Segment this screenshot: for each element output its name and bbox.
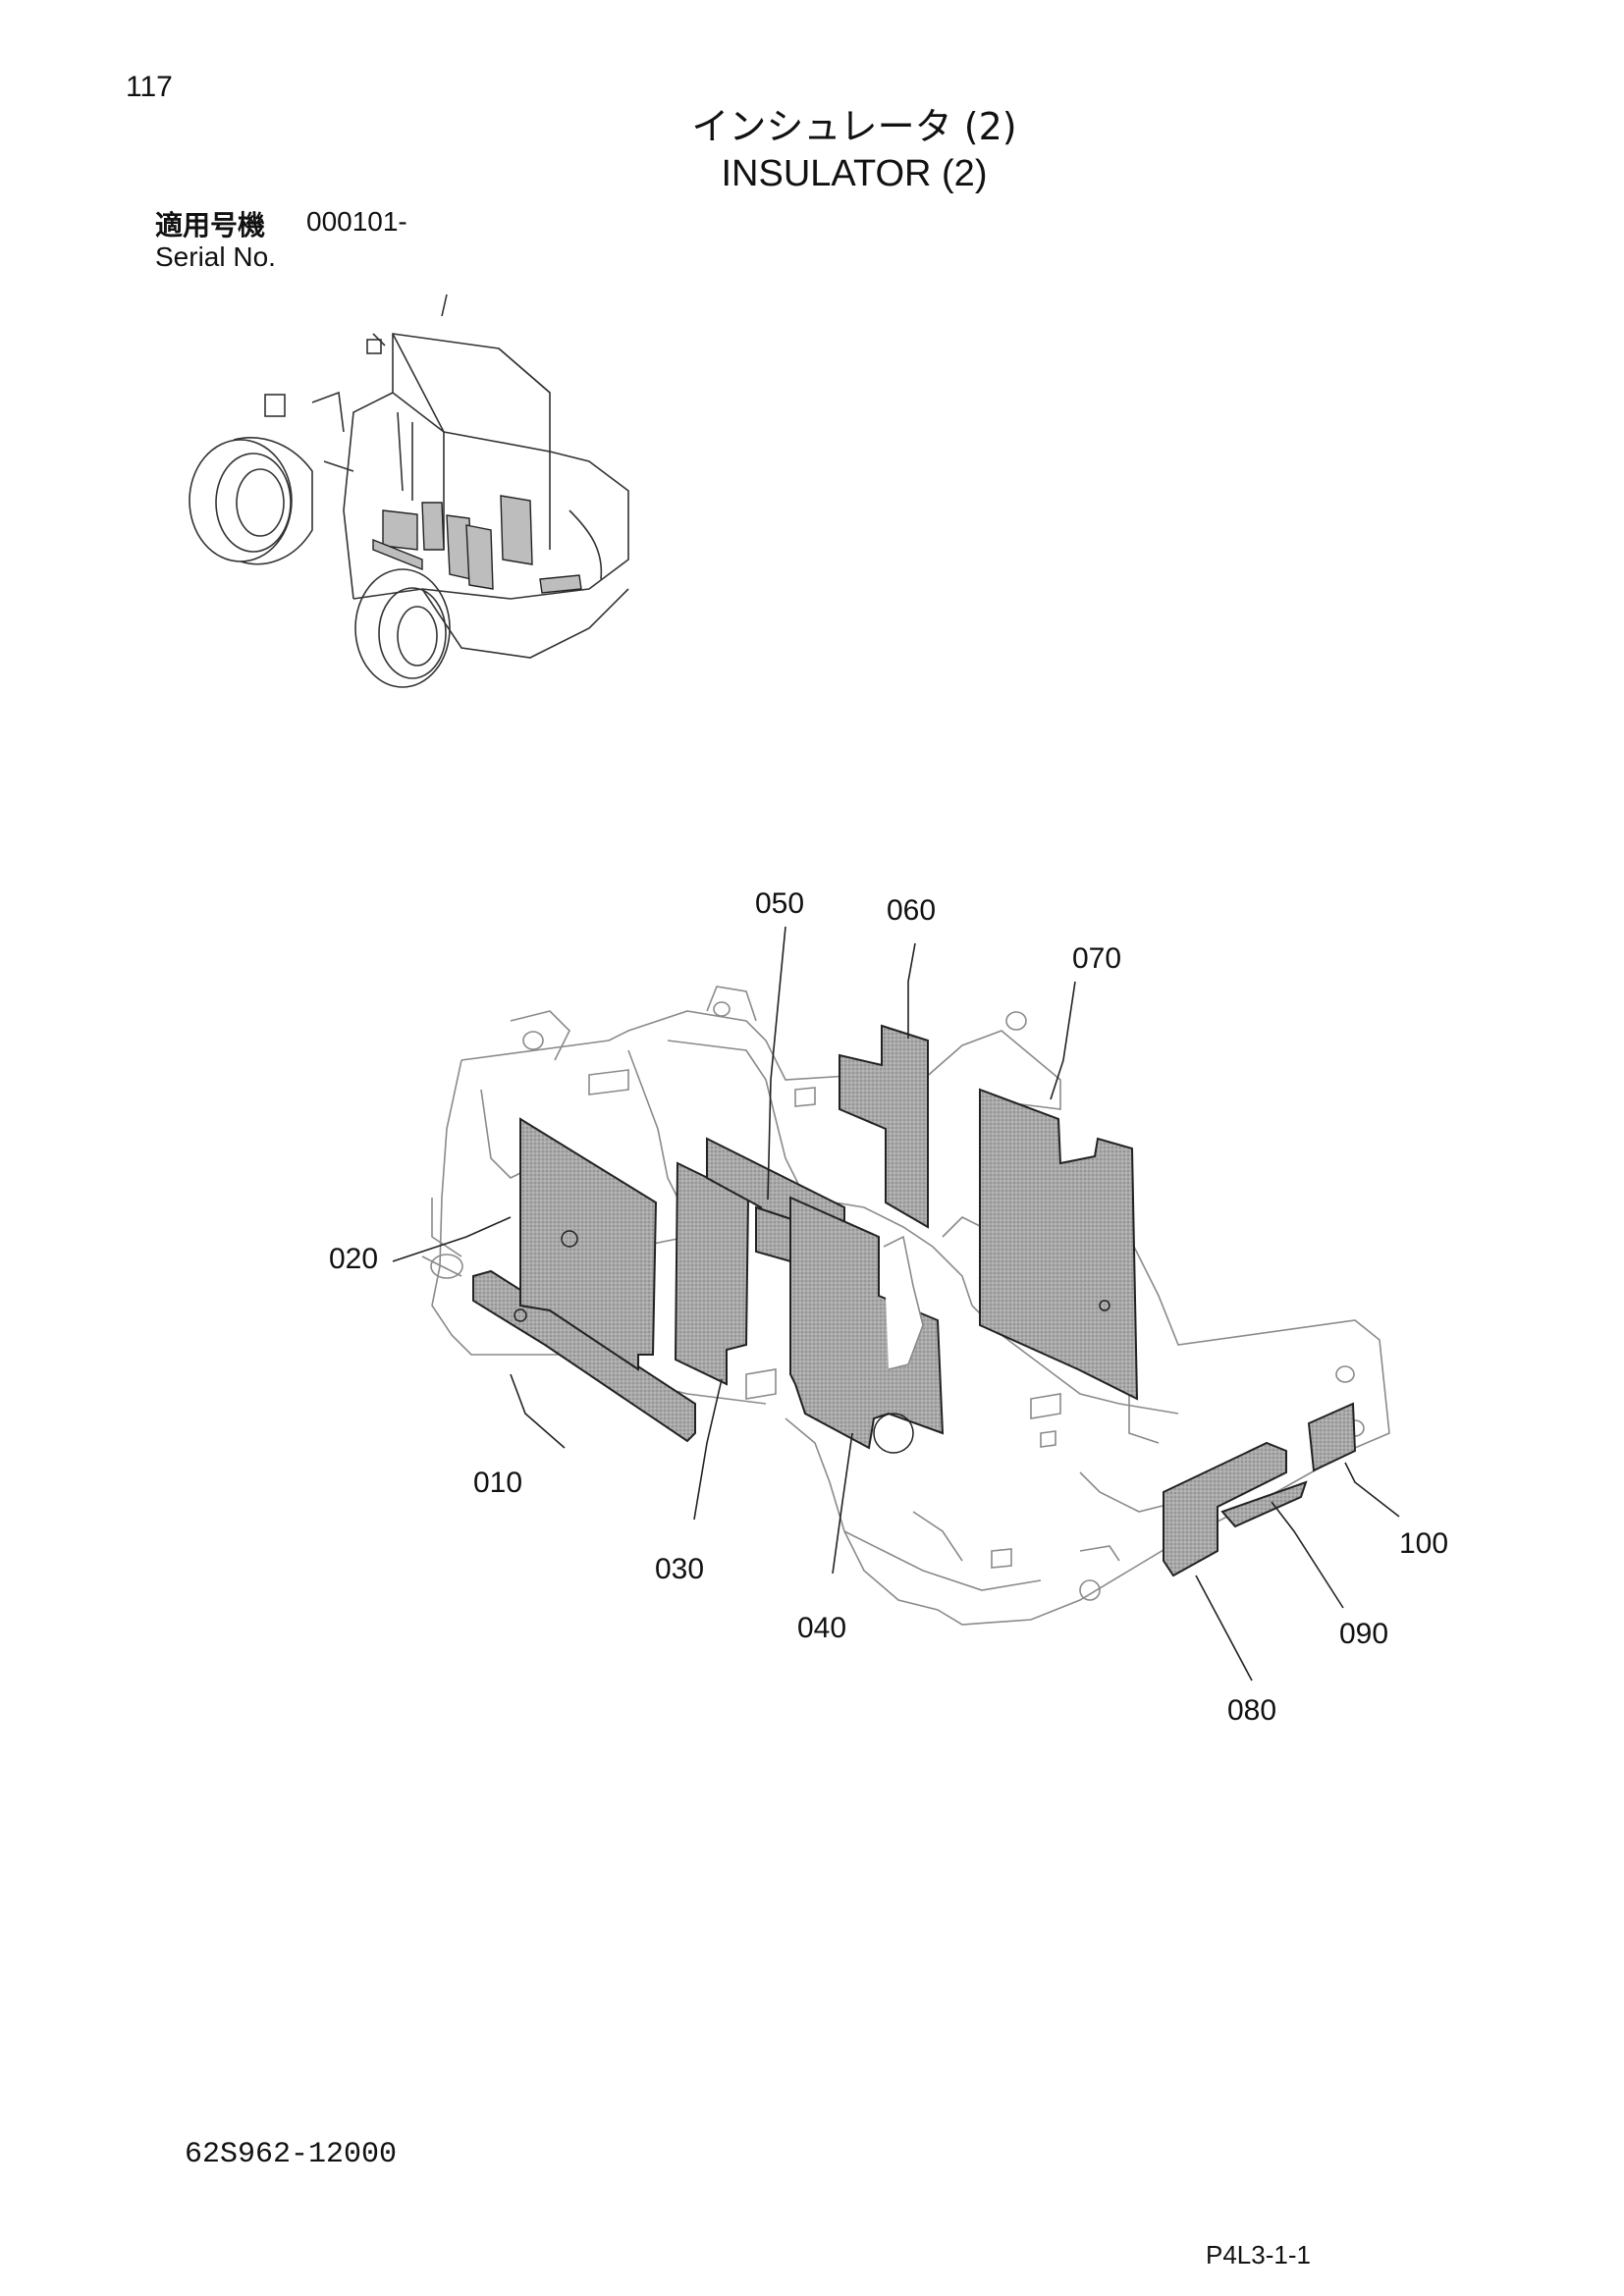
pad-100 (1307, 1402, 1357, 1472)
pad-040 (789, 1196, 945, 1450)
machine-overview-illustration (189, 294, 629, 688)
callout-070: 070 (1072, 942, 1121, 975)
serial-label-japanese: 適用号機 (155, 209, 266, 241)
callout-090: 090 (1339, 1618, 1388, 1650)
callout-labels: 010 020 030 040 050 060 070 080 090 100 (329, 887, 1448, 1727)
callout-040: 040 (797, 1612, 846, 1644)
callout-060: 060 (887, 894, 936, 927)
title-english: INSULATOR (2) (721, 153, 988, 194)
insulator-pads (472, 1024, 1357, 1577)
pad-090 (1220, 1480, 1308, 1528)
pad-020 (519, 1117, 658, 1371)
page-number: 117 (126, 71, 173, 103)
serial-range: 000101- (306, 206, 407, 237)
main-frame-outline (421, 986, 1390, 1626)
pad-030 (674, 1161, 750, 1386)
title-japanese: インシュレータ (2) (691, 105, 1017, 148)
pad-060 (839, 1024, 929, 1229)
page-code: P4L3-1-1 (1206, 2240, 1311, 2269)
callout-010: 010 (473, 1467, 522, 1499)
callout-100: 100 (1399, 1527, 1448, 1560)
pad-010 (472, 1269, 696, 1443)
serial-label-english: Serial No. (155, 241, 276, 272)
callout-020: 020 (329, 1243, 378, 1275)
callout-050: 050 (755, 887, 804, 920)
callout-030: 030 (655, 1553, 704, 1585)
pad-070 (979, 1088, 1139, 1401)
callout-080: 080 (1227, 1694, 1276, 1727)
pad-080 (1163, 1441, 1287, 1577)
leader-lines (392, 926, 1400, 1682)
document-number: 62S962-12000 (185, 2138, 398, 2171)
